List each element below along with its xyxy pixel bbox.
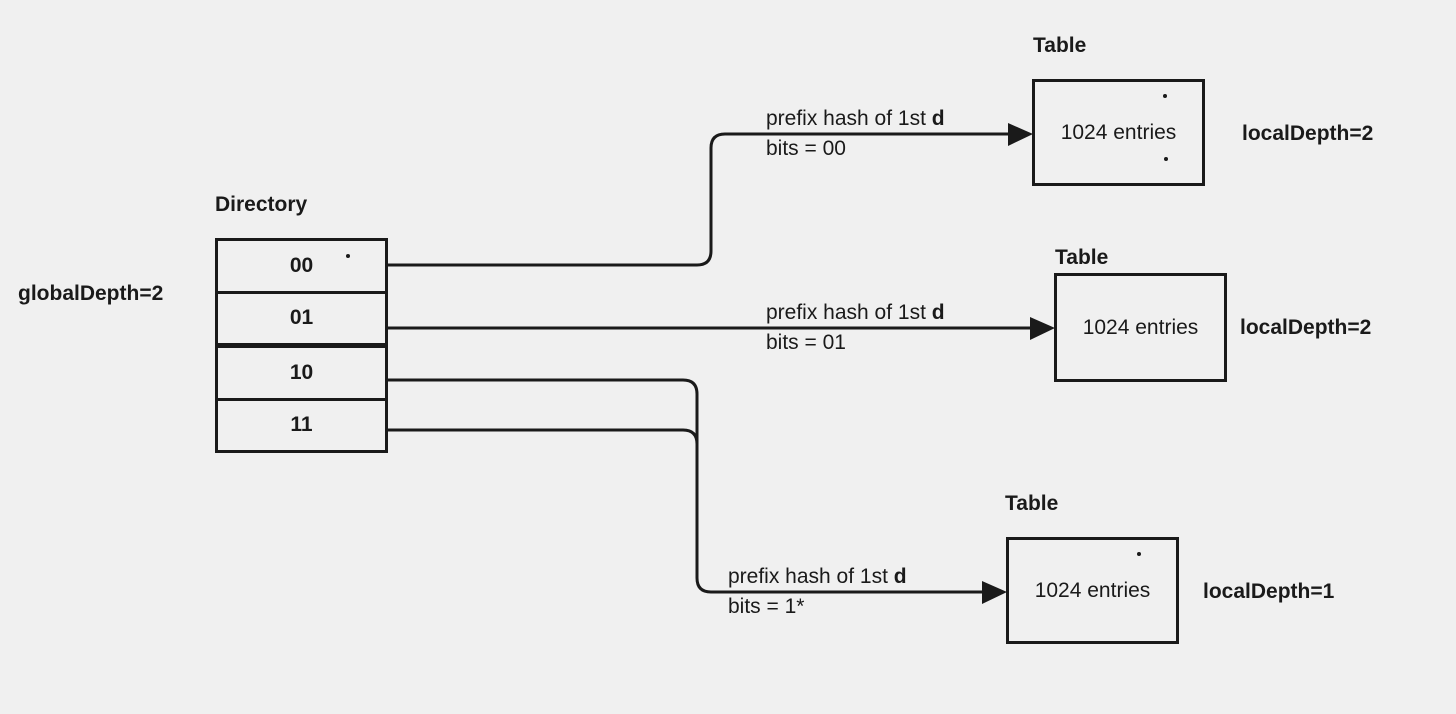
directory-row: 01	[218, 294, 385, 348]
arrow-label-3: prefix hash of 1st d bits = 1*	[728, 562, 907, 622]
table3-local-depth-label: localDepth=1	[1203, 580, 1335, 603]
table1-local-depth-label: localDepth=2	[1242, 122, 1374, 145]
arrow-label-text: prefix hash of 1st d	[728, 562, 907, 592]
directory-row: 11	[290, 413, 313, 437]
arrow-label-prefix: prefix hash of 1st	[766, 301, 932, 324]
arrow-label-bold-d: d	[931, 301, 945, 324]
ellipsis-dot	[1164, 157, 1168, 161]
wire-00-to-table1	[388, 132, 1009, 267]
arrow-label-prefix: prefix hash of 1st	[766, 107, 932, 130]
arrow-label-text: prefix hash of 1st d	[766, 104, 945, 134]
arrow-label-2: prefix hash of 1st d bits = 01	[766, 298, 945, 358]
arrow-label-bits: bits = 1*	[728, 595, 805, 618]
arrow-label-1: prefix hash of 1st d bits = 00	[766, 104, 945, 164]
ellipsis-dot	[1137, 552, 1141, 556]
directory-row: 10	[218, 348, 385, 401]
global-depth-label: globalDepth=2	[18, 282, 164, 305]
table2-title: Table	[1055, 246, 1109, 269]
table1-box: 1024 entries	[1032, 79, 1205, 186]
table3-entries: 1024 entries	[1034, 578, 1151, 602]
table1-entries: 1024 entries	[1060, 120, 1177, 144]
ellipsis-dot	[1163, 94, 1167, 98]
table1-title: Table	[1033, 34, 1087, 57]
arrowhead-table1-icon	[1008, 123, 1033, 146]
arrow-label-prefix: prefix hash of 1st	[728, 565, 894, 588]
directory-box: 00 01 10 11	[215, 238, 388, 453]
arrowhead-table3-icon	[982, 581, 1007, 604]
table2-entries: 1024 entries	[1082, 315, 1199, 339]
arrow-label-bits: bits = 00	[766, 137, 846, 160]
arrowhead-table2-icon	[1030, 317, 1055, 340]
arrow-label-bits: bits = 01	[766, 331, 846, 354]
arrow-label-bold-d: d	[931, 107, 945, 130]
table3-title: Table	[1005, 492, 1059, 515]
directory-title: Directory	[215, 193, 308, 216]
ellipsis-dot	[346, 254, 350, 258]
arrow-label-bold-d: d	[893, 565, 907, 588]
table3-box: 1024 entries	[1006, 537, 1179, 644]
arrow-label-text: prefix hash of 1st d	[766, 298, 945, 328]
wire-11-to-table3	[388, 428, 983, 594]
directory-row: 00	[218, 241, 385, 294]
table2-box: 1024 entries	[1054, 273, 1227, 382]
wire-10-merge	[388, 378, 699, 450]
table2-local-depth-label: localDepth=2	[1240, 316, 1372, 339]
